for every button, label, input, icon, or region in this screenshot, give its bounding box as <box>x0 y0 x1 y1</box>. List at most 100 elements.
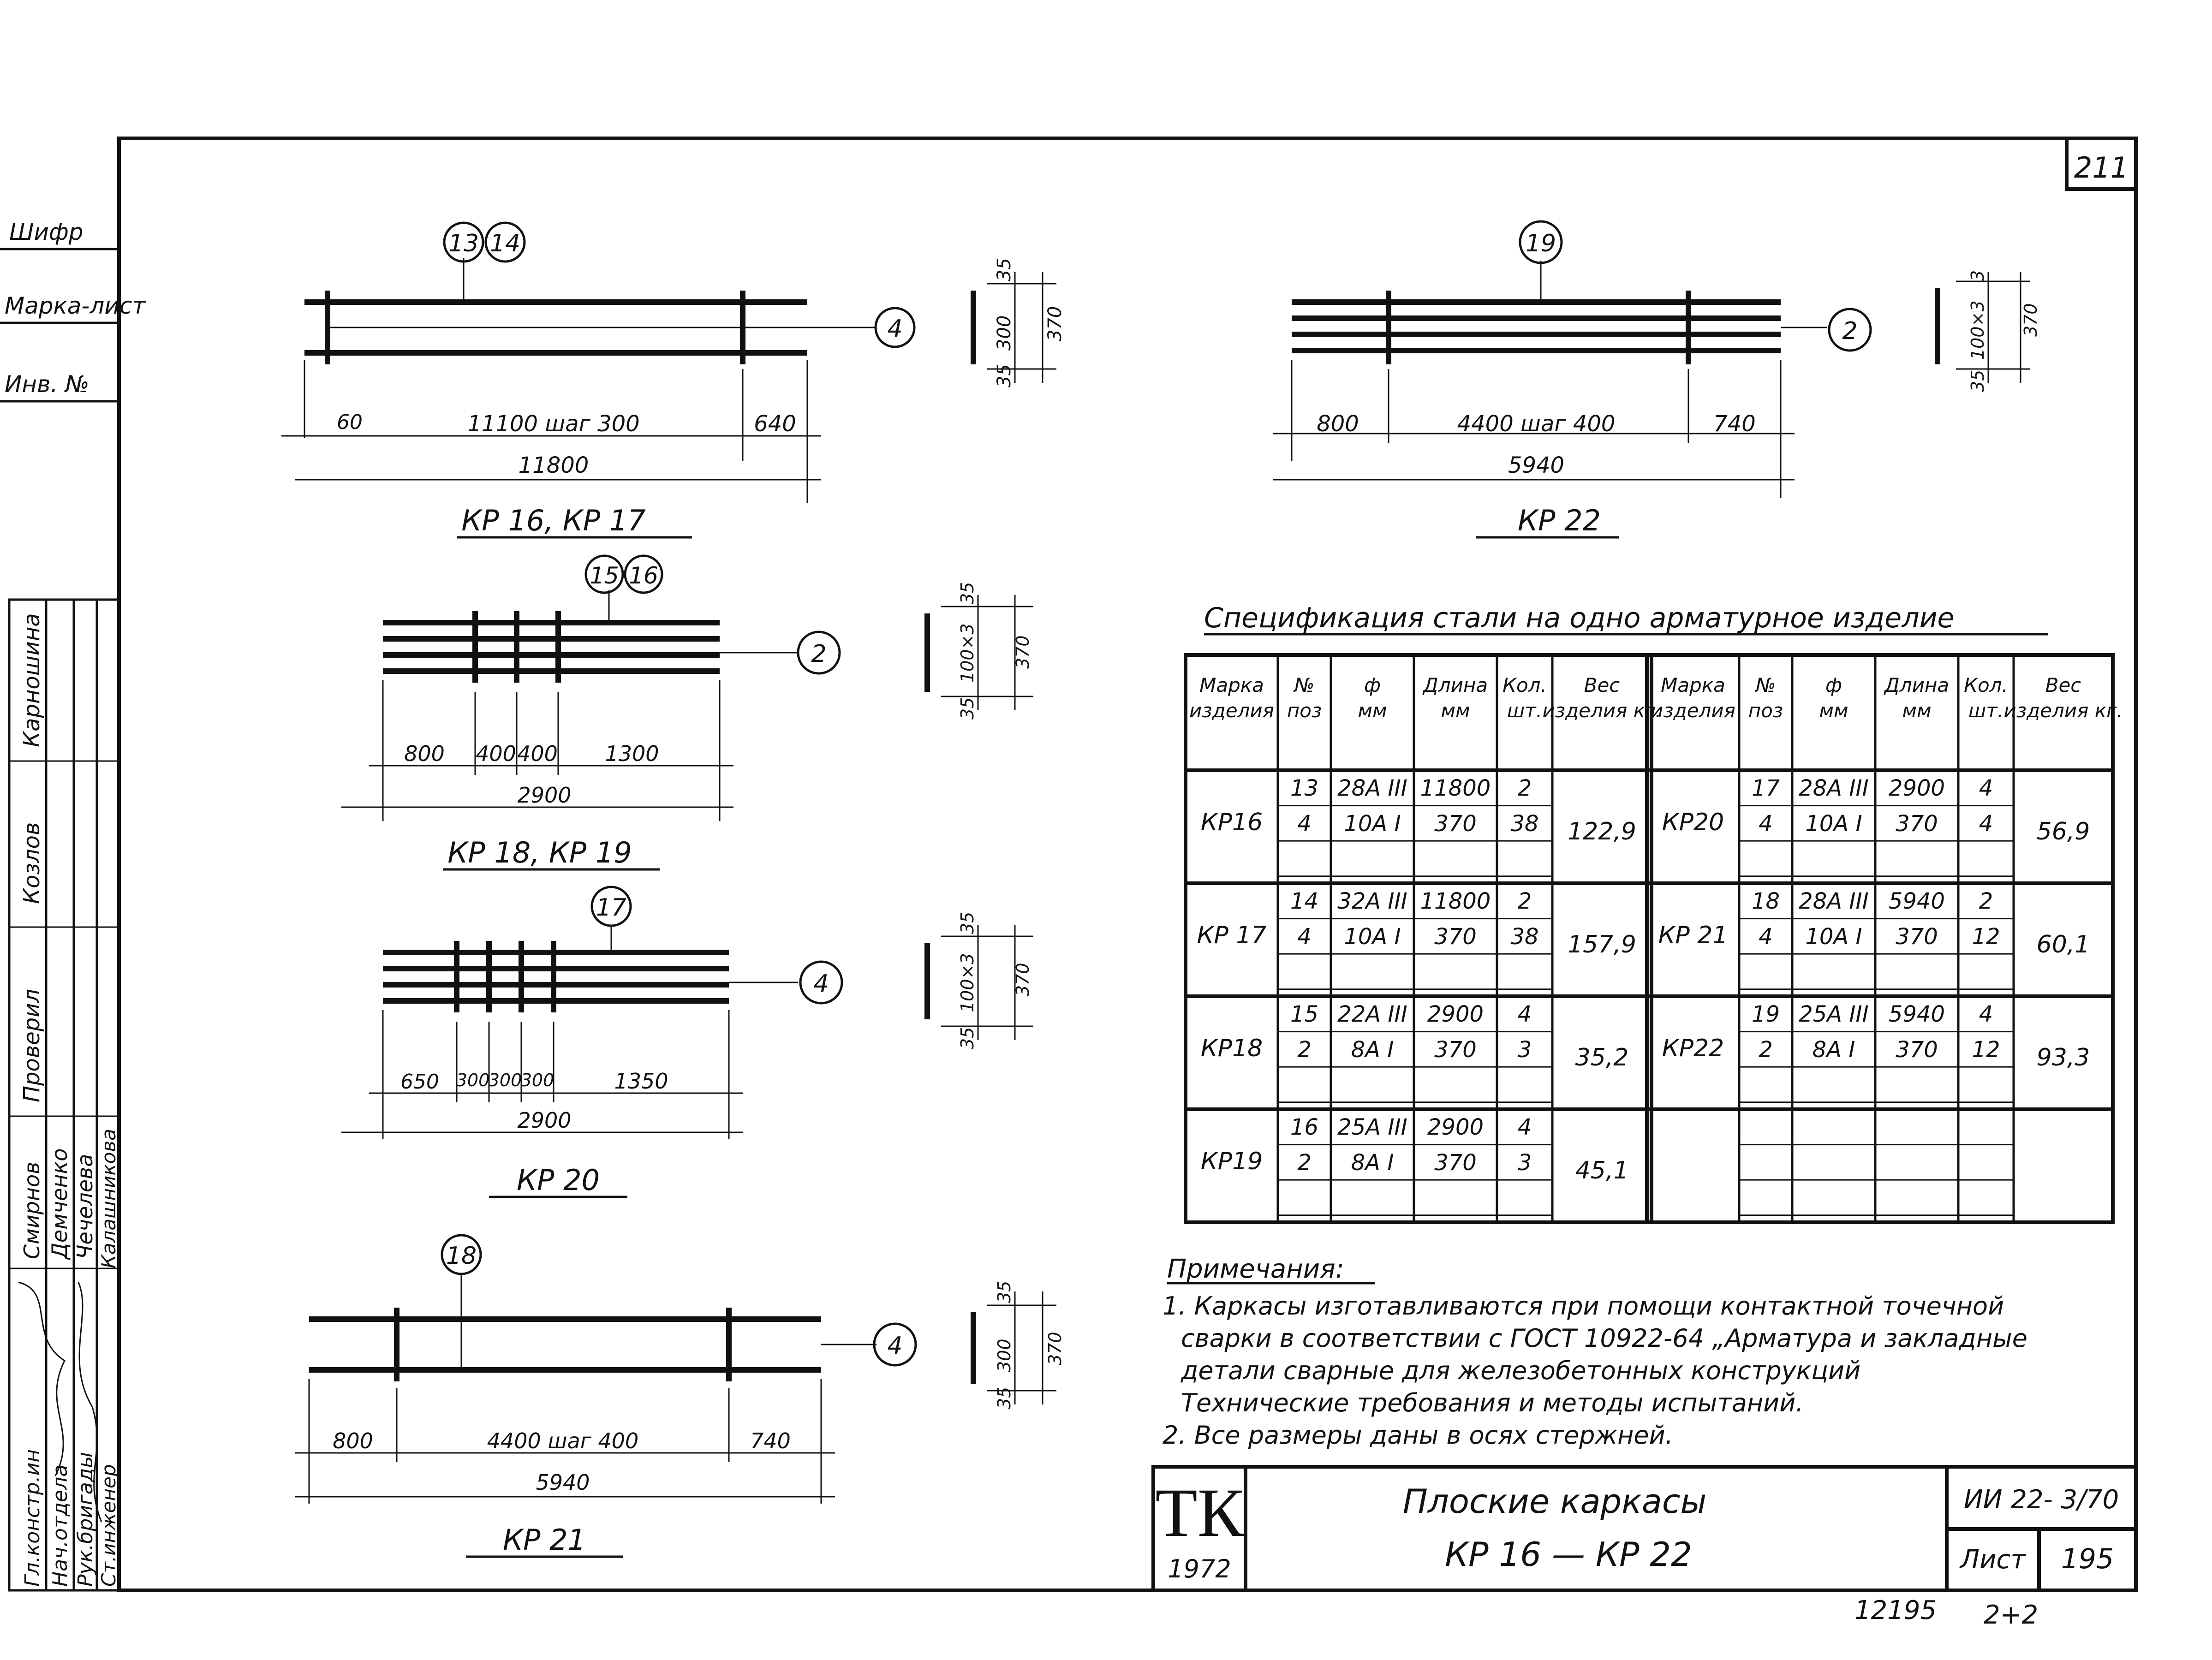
section-dim: 3 <box>1968 270 1988 281</box>
section-dim: 35 <box>994 1281 1014 1303</box>
corner-box <box>2065 137 2138 191</box>
dimension-total: 2900 <box>517 1108 571 1133</box>
note-line: сварки в соответствии с ГОСТ 10922-64 „А… <box>1181 1324 2027 1353</box>
signature-stroke-1 <box>18 1281 66 1476</box>
spec-cell: 370 <box>1896 811 1938 837</box>
section-dim: 35 <box>957 582 978 604</box>
strip-name-7: Калашникова <box>97 1129 120 1268</box>
strip-name-2: Козлов <box>19 822 45 904</box>
spec-weight: 157,9 <box>1568 931 1636 958</box>
spec-cell: 4 <box>1979 811 1993 837</box>
title-name-1: Плоские каркасы <box>1403 1482 1707 1521</box>
spec-cell: 28А III <box>1799 775 1869 801</box>
dimension-total: 5940 <box>1508 452 1564 478</box>
spec-cell: 2900 <box>1889 775 1945 801</box>
spec-cell: 32А III <box>1337 888 1407 914</box>
section-dim: 370 <box>1013 963 1033 996</box>
position-label: 19 <box>1526 230 1556 257</box>
title-year: 1972 <box>1168 1554 1231 1583</box>
drawing-kr21: 18 4 800 4400 шаг 400 740 5940 КР 21 35 … <box>295 1234 1065 1558</box>
spec-mark: КР19 <box>1201 1148 1263 1175</box>
spec-cell: 14 <box>1290 888 1318 914</box>
spec-weight: 56,9 <box>2037 818 2090 845</box>
drawing-title: КР 18, КР 19 <box>447 836 632 869</box>
spec-cell: 2900 <box>1427 1114 1484 1140</box>
note-line: детали сварные для железобетонных констр… <box>1181 1356 1860 1385</box>
note-line: 1. Каркасы изготавливаются при помощи ко… <box>1163 1291 2004 1321</box>
spec-cell: 10А I <box>1805 811 1862 837</box>
position-circle <box>484 221 526 263</box>
spec-cell: 2 <box>1979 888 1993 914</box>
position-circle <box>799 960 843 1005</box>
spec-mark: КР 21 <box>1658 922 1728 949</box>
dimension-total: 5940 <box>536 1470 590 1495</box>
dimension-label: 1300 <box>605 741 659 766</box>
section-dim: 35 <box>1968 370 1988 392</box>
side-position-label: 4 <box>887 1332 902 1360</box>
dimension-label: 4400 шаг 400 <box>1457 411 1616 437</box>
drawing-title: КР 20 <box>517 1163 600 1197</box>
spec-mark: КР16 <box>1201 809 1263 836</box>
spec-cell: 19 <box>1752 1001 1780 1027</box>
dimension-label: 640 <box>754 411 796 437</box>
spec-cell: 17 <box>1752 775 1780 801</box>
spec-weight: 60,1 <box>2037 931 2090 958</box>
spec-cell: 25А III <box>1799 1001 1869 1027</box>
strip-role-4: Ст.инженер <box>97 1464 120 1587</box>
side-position-label: 2 <box>1842 317 1857 345</box>
spec-mark: КР 17 <box>1197 922 1267 949</box>
drawing-kr20: 17 4 650 300 300 300 1350 2900 КР 20 35 … <box>341 886 1033 1198</box>
section-dim: 370 <box>2021 303 2041 337</box>
position-circle <box>590 886 632 927</box>
section-dim: 35 <box>957 697 978 720</box>
spec-cell: 5940 <box>1889 1001 1945 1027</box>
note-line: 2. Все размеры даны в осях стержней. <box>1163 1421 1673 1450</box>
spec-mark: КР18 <box>1201 1035 1263 1062</box>
spec-cell: 28А III <box>1799 888 1869 914</box>
position-label: 14 <box>490 230 520 257</box>
spec-cell: 38 <box>1510 924 1538 950</box>
spec-title: Спецификация стали на одно арматурное из… <box>1204 602 1954 634</box>
spec-cell: 3 <box>1518 1150 1532 1176</box>
spec-cell: 4 <box>1979 775 1993 801</box>
drawing-kr16-kr17: 13 14 4 60 11100 шаг 300 640 11800 КР 16… <box>281 221 1066 539</box>
spec-mark: КР20 <box>1662 809 1724 836</box>
spec-header-left-4: Кол.шт. <box>1502 674 1547 722</box>
sheet-label: Лист <box>1959 1545 2026 1575</box>
spec-cell: 2 <box>1297 1150 1312 1176</box>
dimension-total: 2900 <box>517 783 571 808</box>
title-block: ТК 1972 Плоские каркасы КР 16 — КР 22 ИИ… <box>1151 1465 2138 1592</box>
position-circle <box>624 554 663 594</box>
section-dim: 100×3 <box>957 953 978 1012</box>
spec-cell: 12 <box>1972 1037 2000 1063</box>
dimension-label: 60 <box>337 411 363 434</box>
strip-label-cipher: Шифр <box>9 219 83 245</box>
tk-logo: ТК <box>1155 1475 1244 1551</box>
drawing-title: КР 21 <box>503 1523 586 1557</box>
position-circle <box>1828 308 1872 352</box>
strip-name-4: Смирнов <box>19 1162 44 1259</box>
spec-cell: 4 <box>1297 811 1312 837</box>
section-dim: 370 <box>1013 635 1033 669</box>
dimension-label: 1350 <box>614 1069 668 1094</box>
position-circle <box>584 554 624 594</box>
spec-weight: 45,1 <box>1575 1157 1629 1184</box>
notes-title: Примечания: <box>1167 1254 1344 1284</box>
spec-cell: 4 <box>1518 1001 1532 1027</box>
spec-cell: 4 <box>1979 1001 1993 1027</box>
spec-cell: 370 <box>1434 924 1477 950</box>
spec-cell: 2 <box>1518 775 1532 801</box>
signature-stroke-2 <box>78 1282 102 1523</box>
spec-cell: 4 <box>1759 924 1773 950</box>
section-dim: 35 <box>957 912 978 934</box>
spec-header-right-4: Кол.шт. <box>1964 674 2008 722</box>
spec-cell: 370 <box>1434 1150 1477 1176</box>
strip-label-inv: Инв. № <box>5 371 89 398</box>
